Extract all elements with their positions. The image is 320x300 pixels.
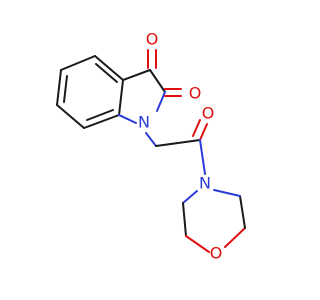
bond xyxy=(56,69,62,106)
structure-diagram: O O N O N O xyxy=(56,30,246,263)
bond xyxy=(192,119,201,137)
atom-o-morpholine: O xyxy=(210,244,223,263)
bond xyxy=(145,132,157,147)
bond xyxy=(83,114,120,129)
atom-o-amide-ring: O xyxy=(189,84,202,103)
bond xyxy=(224,227,246,248)
bond xyxy=(182,190,198,204)
atom-o-ketone: O xyxy=(146,30,159,49)
bond xyxy=(185,235,210,253)
atom-n-morpholine: N xyxy=(199,174,211,193)
bond xyxy=(156,91,166,112)
bond xyxy=(94,55,124,81)
bond xyxy=(155,139,201,147)
bond xyxy=(199,123,208,141)
atom-labels: O O N O N O xyxy=(138,30,222,263)
bond xyxy=(149,69,166,93)
atom-o-acyl: O xyxy=(202,104,215,123)
bond xyxy=(95,63,118,83)
bond xyxy=(56,104,85,129)
bond xyxy=(60,55,96,71)
atom-n-indole: N xyxy=(138,113,150,132)
bond xyxy=(199,139,206,175)
bond xyxy=(63,75,68,103)
bond xyxy=(118,114,137,124)
bond xyxy=(182,202,187,237)
bond xyxy=(122,69,151,81)
bond xyxy=(239,195,246,229)
bond xyxy=(213,189,241,197)
bond xyxy=(118,79,124,116)
bond xyxy=(86,109,114,121)
bonds xyxy=(56,49,246,253)
